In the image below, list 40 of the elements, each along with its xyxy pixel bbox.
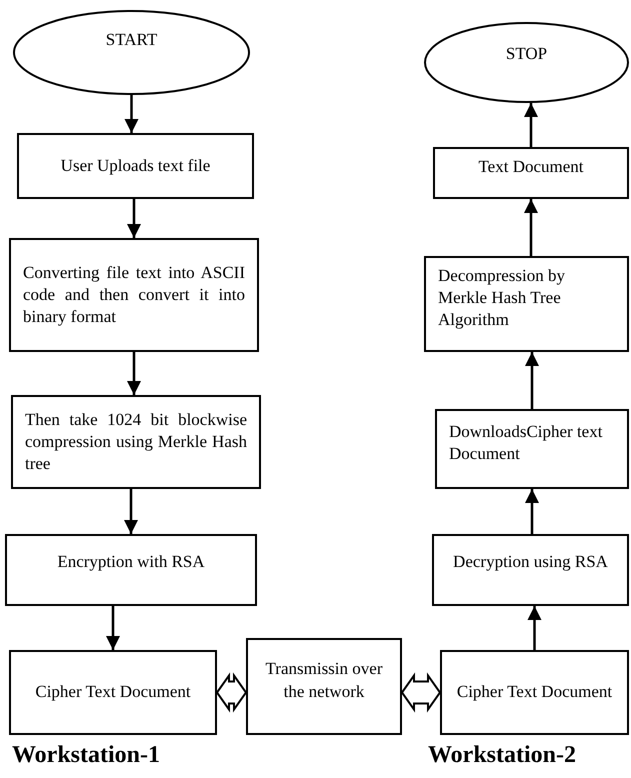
arrow	[124, 95, 138, 133]
arrow	[127, 199, 141, 238]
node-text: STOP	[504, 43, 548, 66]
node-text: Text Document	[477, 156, 585, 178]
node-text: Then take 1024 bit blockwise compression using Merkle Hash tree	[24, 408, 248, 476]
process-box	[5, 534, 257, 606]
process-box	[11, 395, 261, 489]
node-text: Decryption using RSA	[452, 550, 609, 573]
node-text: DownloadsCipher text Document	[448, 420, 604, 465]
workstation-label: Workstation-1	[12, 742, 160, 769]
arrow	[127, 352, 141, 395]
arrow	[106, 606, 120, 650]
process-box	[435, 409, 629, 489]
node-text: Encryption with RSA	[56, 550, 206, 573]
process-box	[424, 256, 629, 352]
double-block-arrow	[400, 672, 442, 713]
arrow	[525, 352, 539, 409]
node-text: User Uploads text file	[60, 154, 212, 177]
process-box	[9, 238, 259, 352]
node-text: Decompression by Merkle Hash Tree Algorithm	[437, 264, 566, 332]
terminal-ellipse	[424, 22, 629, 103]
process-box	[432, 534, 629, 606]
process-box	[440, 650, 629, 735]
arrow	[524, 103, 538, 147]
arrow	[524, 199, 538, 256]
node-text: Cipher Text Document	[456, 681, 614, 704]
node-text: Transmissin over the network	[264, 658, 384, 702]
node-text: Cipher Text Document	[34, 681, 192, 704]
process-box	[433, 147, 629, 199]
process-box	[17, 133, 254, 199]
arrow	[528, 606, 542, 650]
node-text: Converting file text into ASCII code and then convert it into binary format	[22, 262, 246, 328]
terminal-ellipse	[13, 10, 250, 95]
process-box	[9, 650, 217, 735]
process-box	[246, 638, 402, 735]
node-text: START	[104, 29, 158, 52]
double-block-arrow	[216, 672, 248, 713]
arrow	[124, 489, 138, 534]
workstation-label: Workstation-2	[428, 742, 576, 769]
arrow	[525, 489, 539, 534]
